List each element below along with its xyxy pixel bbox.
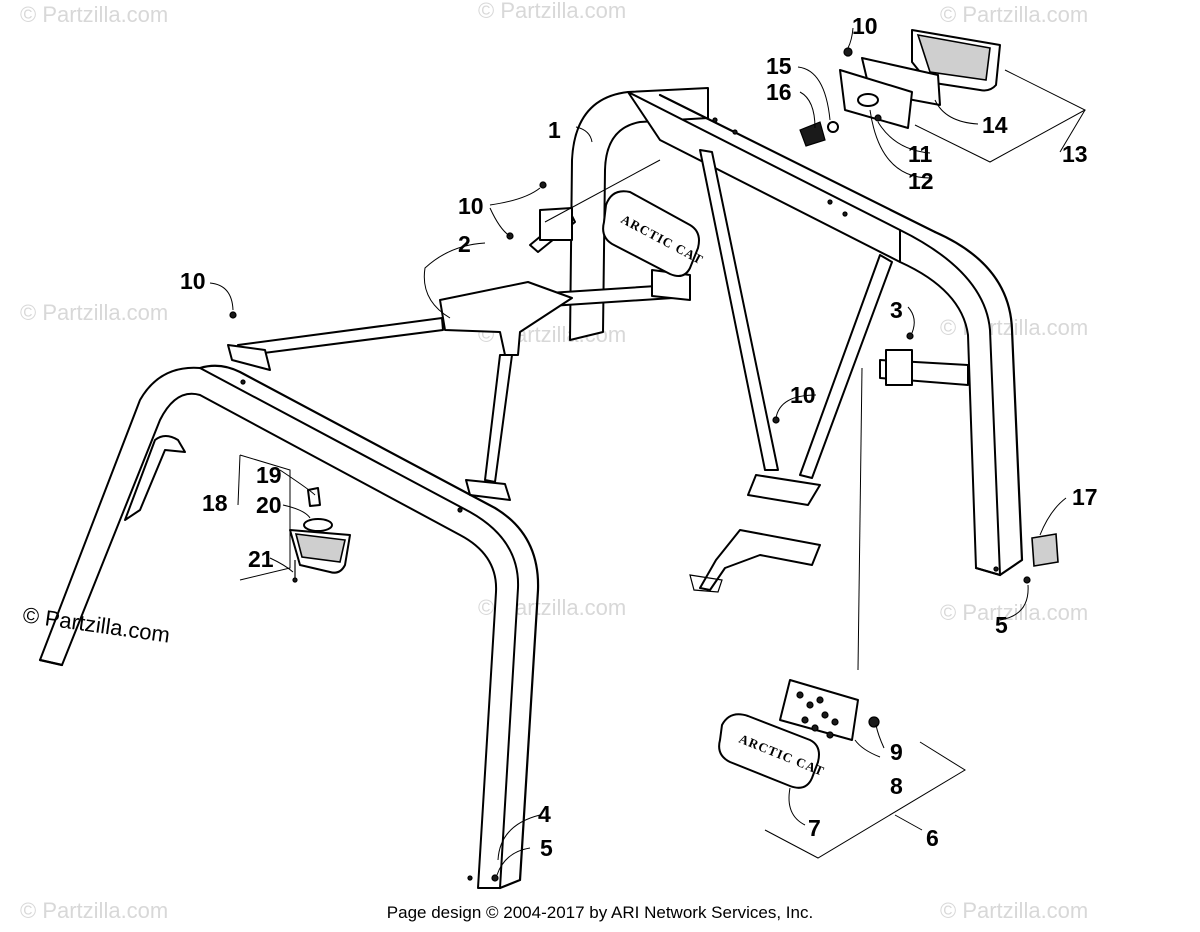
callout-6: 6 — [926, 825, 939, 851]
callout-2: 2 — [458, 231, 471, 257]
tail-light-assembly-part-13 — [799, 29, 1001, 147]
callout-16: 16 — [766, 79, 792, 105]
decal-part-17 — [1031, 533, 1059, 567]
leader-lines — [209, 27, 1087, 876]
callout-13: 13 — [1062, 141, 1088, 167]
callout-7: 7 — [808, 815, 821, 841]
watermark: © Partzilla.com — [940, 2, 1088, 27]
bracket-part — [689, 529, 821, 593]
callout-15: 15 — [766, 53, 792, 79]
callout-19: 19 — [256, 462, 282, 488]
callout-5: 5 — [540, 835, 553, 861]
callout-5: 5 — [995, 612, 1008, 638]
callout-10: 10 — [458, 193, 484, 219]
callout-3: 3 — [890, 297, 903, 323]
partzilla-watermark: © Partzilla.com — [21, 602, 171, 647]
callout-1: 1 — [548, 117, 561, 143]
mirror-assembly-part-18 — [289, 487, 351, 583]
callout-9: 9 — [890, 739, 903, 765]
watermark: © Partzilla.com — [478, 0, 626, 23]
arctic-cat-emblem: ARCTIC CAT — [602, 190, 706, 277]
watermark: © Partzilla.com — [20, 898, 168, 923]
watermark: © Partzilla.com — [940, 315, 1088, 340]
callout-8: 8 — [890, 773, 903, 799]
callout-18: 18 — [202, 490, 228, 516]
front-roll-bar-part-4 — [38, 364, 540, 890]
footer-copyright: Page design © 2004-2017 by ARI Network S… — [386, 903, 814, 922]
callout-21: 21 — [248, 546, 274, 572]
callout-10: 10 — [852, 13, 878, 39]
watermark: © Partzilla.com — [20, 2, 168, 27]
callout-labels: 1 2 3 4 5 5 6 7 8 9 10 10 10 10 11 12 13… — [180, 13, 1098, 861]
watermark: © Partzilla.com — [20, 300, 168, 325]
callout-20: 20 — [256, 492, 282, 518]
rear-roll-bar-part-1 — [569, 87, 1024, 577]
watermark: © Partzilla.com — [940, 898, 1088, 923]
callout-11: 11 — [908, 141, 933, 167]
callout-10: 10 — [180, 268, 206, 294]
callout-4: 4 — [538, 801, 551, 827]
watermark: © Partzilla.com — [940, 600, 1088, 625]
hardware-bolts — [229, 181, 1031, 882]
callout-12: 12 — [908, 168, 934, 194]
plate-assembly-part-6: ARCTIC CAT — [718, 679, 880, 789]
callout-17: 17 — [1072, 484, 1098, 510]
callout-14: 14 — [982, 112, 1008, 138]
cross-brace-part-2 — [227, 207, 691, 501]
callout-10: 10 — [790, 382, 816, 408]
